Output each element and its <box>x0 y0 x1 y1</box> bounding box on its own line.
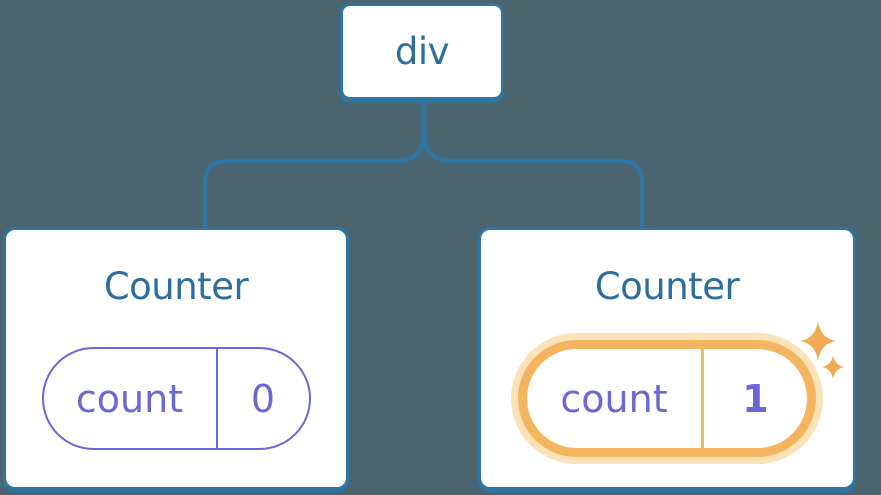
state-pill-highlighted: count 1 <box>518 340 816 457</box>
counter-title: Counter <box>103 265 249 308</box>
state-value: 1 <box>742 376 769 421</box>
state-pill-area: count 1 <box>511 310 823 487</box>
root-div-node: div <box>340 3 504 100</box>
sparkles-icon <box>800 321 844 379</box>
counter-title: Counter <box>594 265 740 308</box>
state-highlight-glow: count 1 <box>511 333 823 464</box>
state-pill: count 0 <box>41 347 311 450</box>
counter-card-right: Counter count 1 <box>478 227 856 490</box>
root-node-label: div <box>394 30 450 73</box>
state-value: 0 <box>250 376 276 421</box>
state-pill-area: count 0 <box>41 310 311 487</box>
counter-card-left: Counter count 0 <box>3 227 349 490</box>
connector-left-branch <box>202 99 427 229</box>
sparkle-large-icon <box>800 321 836 361</box>
sparkle-small-icon <box>822 355 844 379</box>
connector-right-branch <box>421 99 645 229</box>
state-key-label: count <box>527 349 704 448</box>
state-key-label: count <box>44 349 218 448</box>
